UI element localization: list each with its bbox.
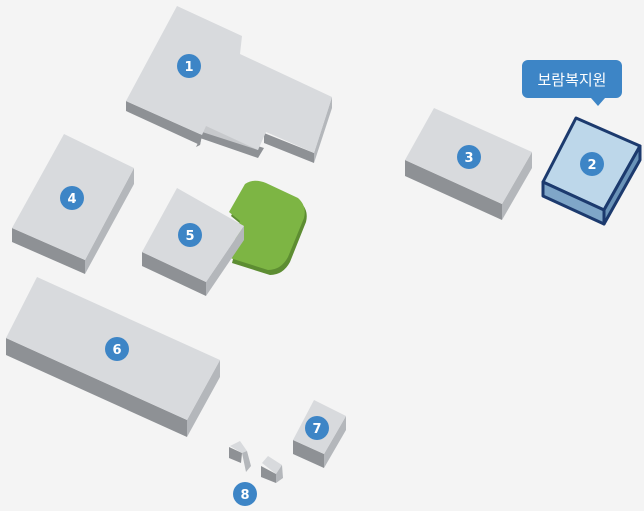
svg-text:8: 8	[240, 488, 249, 503]
marker-2[interactable]: 2	[580, 152, 604, 176]
svg-text:6: 6	[112, 343, 121, 358]
tooltip-pointer	[591, 98, 605, 106]
marker-5[interactable]: 5	[178, 223, 202, 247]
building-1[interactable]	[126, 6, 332, 163]
svg-text:1: 1	[184, 60, 193, 75]
tooltip-label: 보람복지원	[537, 70, 607, 89]
marker-6[interactable]: 6	[105, 337, 129, 361]
marker-1[interactable]: 1	[177, 54, 201, 78]
building-2-tooltip: 보람복지원	[522, 60, 622, 106]
green-area	[229, 180, 307, 275]
svg-text:5: 5	[185, 229, 194, 244]
svg-text:2: 2	[587, 158, 596, 173]
marker-7[interactable]: 7	[305, 416, 329, 440]
building-8[interactable]	[229, 441, 283, 483]
svg-text:7: 7	[312, 422, 321, 437]
svg-text:3: 3	[464, 151, 473, 166]
svg-text:4: 4	[67, 192, 76, 207]
marker-4[interactable]: 4	[60, 186, 84, 210]
marker-3[interactable]: 3	[457, 145, 481, 169]
marker-8[interactable]: 8	[233, 482, 257, 506]
